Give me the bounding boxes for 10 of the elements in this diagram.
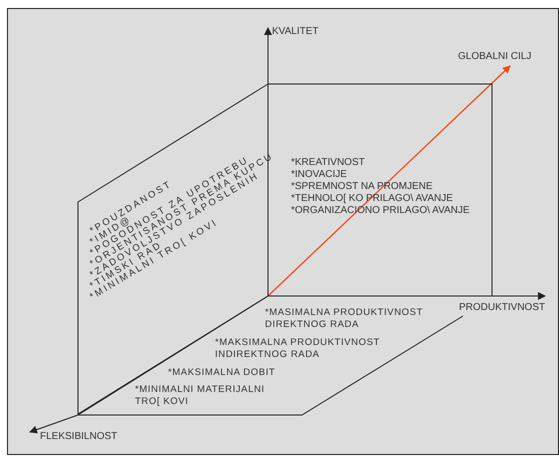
- list-item: *MASIMALNA PRODUKTIVNOST DIREKTNOG RADA: [265, 307, 424, 331]
- list-item: *MAKSIMALNA DOBIT: [168, 367, 276, 379]
- list-item: *INOVACIJE: [291, 169, 347, 181]
- list-item: *MINIMALNI MATERIJALNI TRO[ KOVI: [135, 384, 266, 408]
- axis-label: FLEKSIBILNOST: [40, 431, 118, 442]
- axis-label: PRODUKTIVNOST: [459, 302, 546, 313]
- list-item: *MAKSIMALNA PRODUKTIVNOST INDIREKTNOG RADA: [215, 337, 381, 361]
- goal-label: GLOBALNI CILJ: [458, 51, 532, 62]
- list-item: *KREATIVNOST: [291, 157, 365, 169]
- axis-label: KVALITET: [272, 26, 318, 37]
